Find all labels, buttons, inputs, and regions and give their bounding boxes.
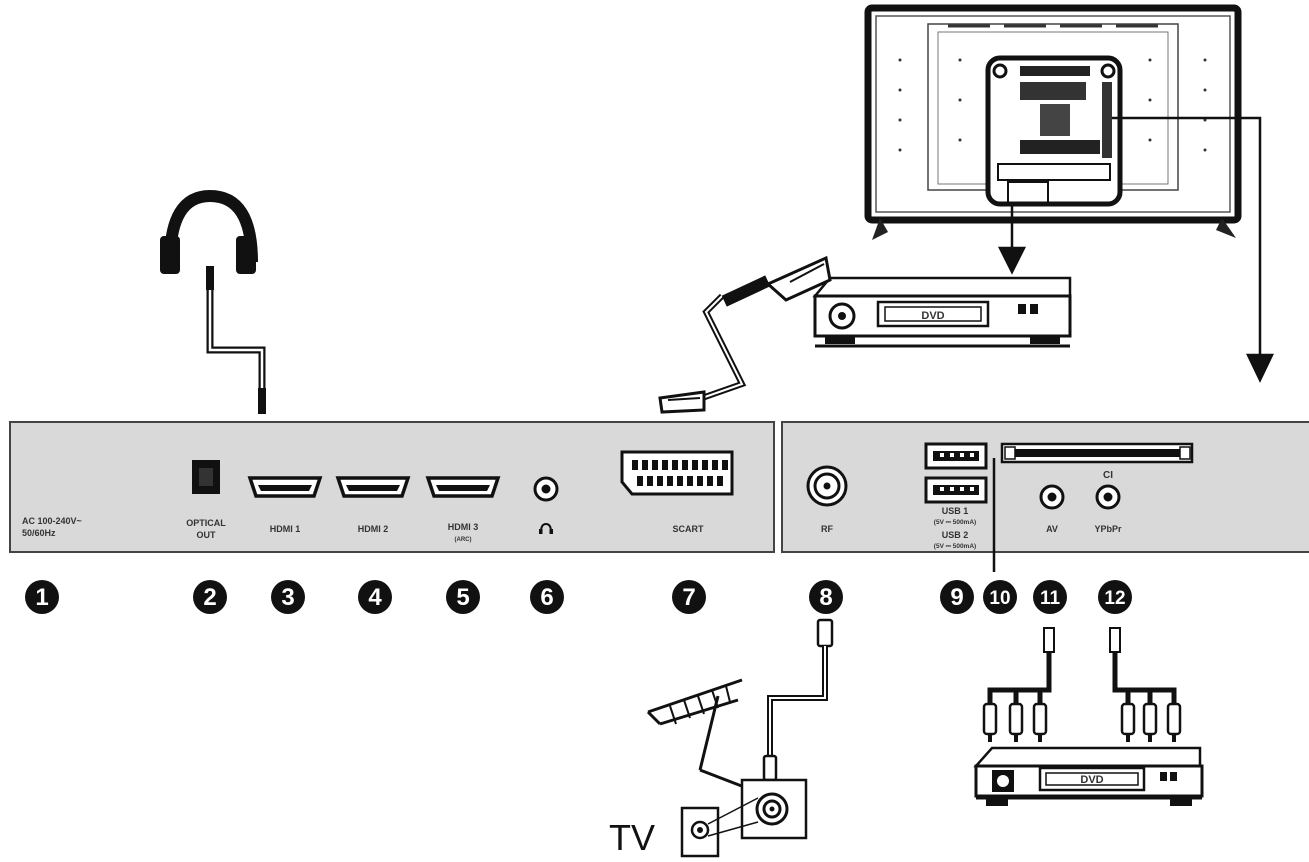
callout-numbers: 1 2 3 4 5 6 7 8 9 10 11 12 xyxy=(25,580,1132,614)
callout-12: 12 xyxy=(1098,580,1132,614)
callout-5: 5 xyxy=(446,580,480,614)
svg-text:6: 6 xyxy=(540,584,553,611)
svg-text:11: 11 xyxy=(1040,588,1061,609)
svg-text:9: 9 xyxy=(950,584,963,611)
rf-port xyxy=(806,465,848,507)
callout-7: 7 xyxy=(672,580,706,614)
dvd-top-label: DVD xyxy=(921,310,944,322)
hdmi3-sub-label: (ARC) xyxy=(455,537,472,543)
headphone-icon xyxy=(539,522,553,534)
callout-8: 8 xyxy=(809,580,843,614)
callout-1: 1 xyxy=(25,580,59,614)
optical-label-line1: OPTICAL xyxy=(186,518,226,528)
scart-label: SCART xyxy=(673,524,705,534)
tv-arrows xyxy=(997,116,1274,383)
power-label-line1: AC 100-240V~ xyxy=(22,516,82,526)
usb1-sub-label: (5V ⎓ 500mA) xyxy=(934,519,976,526)
av-cables xyxy=(982,627,1182,742)
optical-label-line2: OUT xyxy=(197,530,217,540)
usb1-label: USB 1 xyxy=(942,506,969,516)
svg-text:7: 7 xyxy=(682,584,695,611)
usb2-label: USB 2 xyxy=(942,530,969,540)
wall-socket-label: TV xyxy=(609,817,655,858)
tv-rear-view xyxy=(864,4,1242,240)
av-label: AV xyxy=(1046,524,1058,534)
hdmi-port-1 xyxy=(247,476,323,498)
svg-text:3: 3 xyxy=(281,584,294,611)
callout-9: 9 xyxy=(940,580,974,614)
left-connector-panel: AC 100-240V~ 50/60Hz OPTICAL OUT HDMI 1 … xyxy=(9,421,775,553)
callout-4: 4 xyxy=(358,580,392,614)
ci-label: CI xyxy=(1103,470,1113,481)
ypbpr-label: YPbPr xyxy=(1094,524,1122,534)
hdmi1-label: HDMI 1 xyxy=(270,524,301,534)
svg-text:1: 1 xyxy=(35,584,48,611)
svg-text:4: 4 xyxy=(368,584,382,611)
usb-port-2 xyxy=(924,476,988,504)
av-jack xyxy=(1039,484,1065,510)
callout-3: 3 xyxy=(271,580,305,614)
svg-text:12: 12 xyxy=(1104,588,1125,609)
svg-text:10: 10 xyxy=(989,588,1010,609)
svg-text:2: 2 xyxy=(203,584,216,611)
callout-10: 10 xyxy=(983,580,1017,614)
callout-6: 6 xyxy=(530,580,564,614)
svg-text:5: 5 xyxy=(456,584,469,611)
hdmi-port-2 xyxy=(335,476,411,498)
dvd-bottom-label: DVD xyxy=(1080,774,1103,786)
ypbpr-jack xyxy=(1095,484,1121,510)
usb-port-1 xyxy=(924,442,988,470)
dvd-player-top: DVD xyxy=(812,276,1072,348)
scart-cable xyxy=(658,255,832,414)
right-connector-panel: RF USB 1 (5V ⎓ 500mA) USB 2 (5V ⎓ 500mA)… xyxy=(781,421,1309,572)
hdmi-port-3 xyxy=(425,476,501,498)
antenna-connection: TV xyxy=(609,618,834,858)
rf-label: RF xyxy=(821,524,833,534)
headphones-icon xyxy=(160,189,266,414)
dvd-player-bottom: DVD xyxy=(973,746,1204,806)
ci-slot xyxy=(1000,442,1194,464)
usb2-sub-label: (5V ⎓ 500mA) xyxy=(934,543,976,550)
callout-2: 2 xyxy=(193,580,227,614)
svg-text:8: 8 xyxy=(819,584,832,611)
power-label-line2: 50/60Hz xyxy=(22,528,56,538)
hdmi3-label: HDMI 3 xyxy=(448,522,479,532)
hdmi2-label: HDMI 2 xyxy=(358,524,389,534)
scart-port xyxy=(620,450,734,496)
callout-11: 11 xyxy=(1033,580,1067,614)
